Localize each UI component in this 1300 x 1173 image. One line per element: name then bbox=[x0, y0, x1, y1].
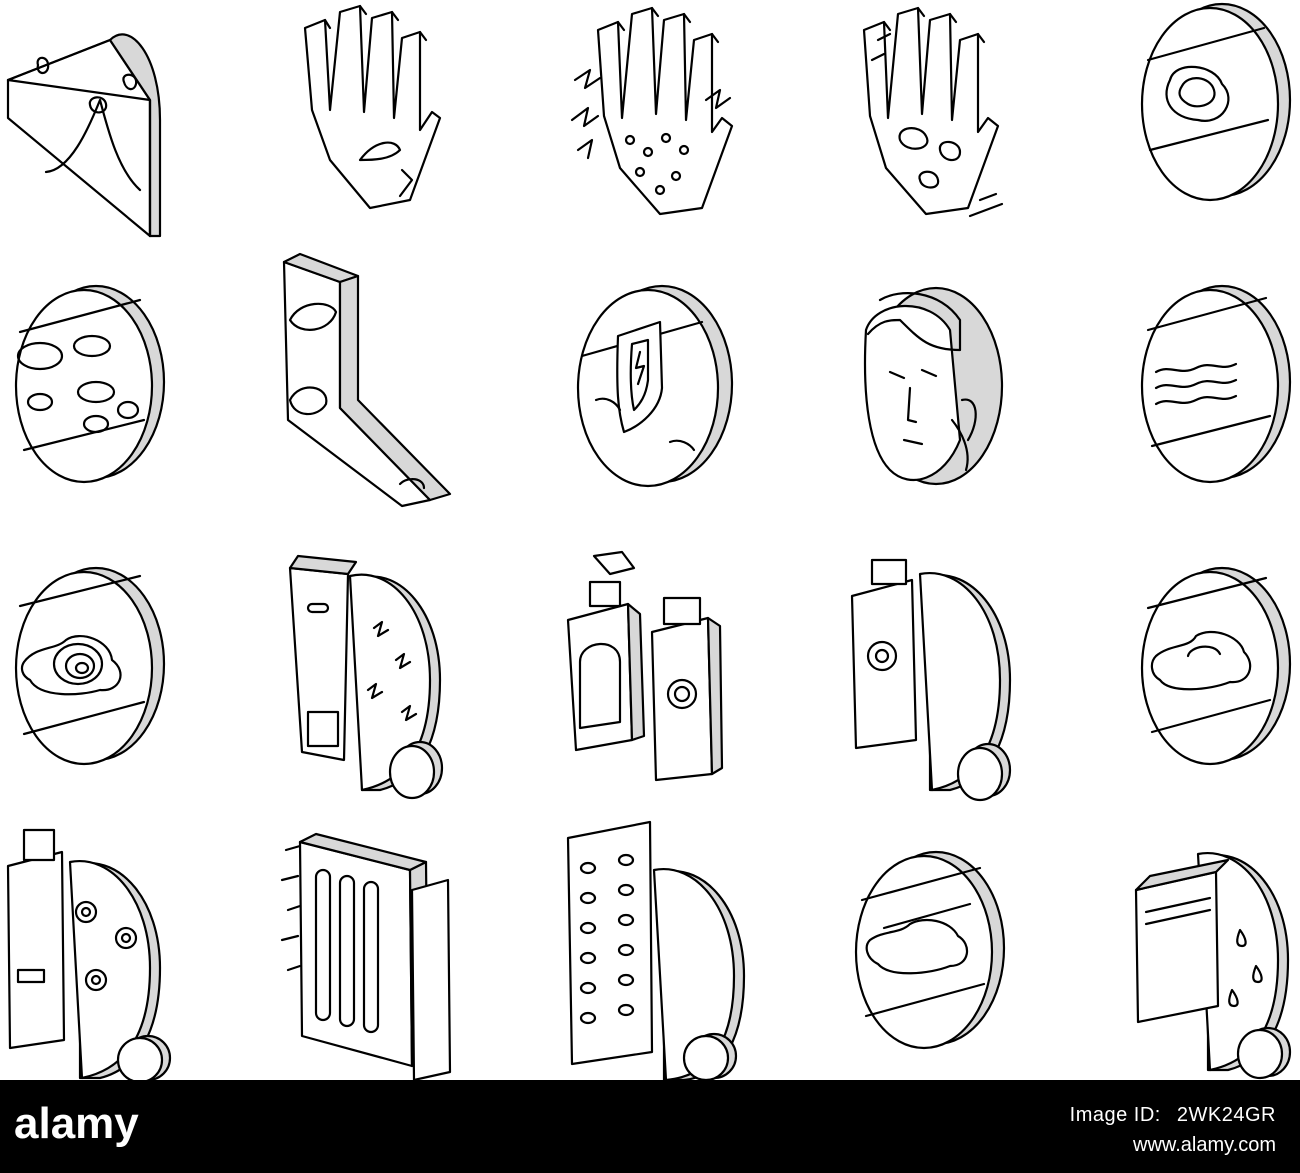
svg-text:alamy: alamy bbox=[14, 1099, 139, 1148]
website-url: www.alamy.com bbox=[1133, 1134, 1276, 1156]
leg-foot-patches-icon bbox=[282, 252, 452, 508]
image-id-value: 2WK24GR bbox=[1176, 1104, 1276, 1126]
skin-lesion-rings-icon bbox=[14, 566, 166, 766]
cream-tube-itch-icon bbox=[288, 554, 444, 800]
lotion-bottles-icon bbox=[566, 550, 724, 782]
watermark-footer: alamy Image ID: 2WK24GR www.alamy.com bbox=[0, 1080, 1300, 1173]
woman-face-icon bbox=[863, 286, 1004, 486]
image-id-label: Image ID: bbox=[1069, 1104, 1161, 1126]
wallet-drops-icon bbox=[1134, 852, 1292, 1080]
cream-bottle-target-icon bbox=[850, 558, 1012, 802]
medicine-spots-icon bbox=[6, 828, 172, 1080]
skin-lesion-circle-icon bbox=[1140, 2, 1292, 202]
image-id-text: Image ID: 2WK24GR bbox=[1070, 1104, 1276, 1127]
skin-patch-corner-icon bbox=[6, 33, 162, 238]
hand-rash-itch-icon bbox=[570, 6, 734, 216]
icon-grid bbox=[6, 2, 1292, 1080]
skin-wrinkles-circle-icon bbox=[1140, 284, 1292, 484]
skin-layer-cloud-icon bbox=[854, 850, 1006, 1050]
hand-spots-icon bbox=[862, 6, 1004, 218]
alamy-logo: alamy bbox=[14, 1099, 139, 1148]
icon-set-illustration bbox=[6, 2, 1292, 1080]
skin-protection-shield-icon bbox=[576, 284, 734, 488]
skin-ovals-circle-icon bbox=[14, 284, 166, 484]
hand-vitiligo-icon bbox=[303, 4, 442, 210]
radiator-heater-icon bbox=[280, 832, 452, 1080]
skin-bump-circle-icon bbox=[1140, 566, 1292, 766]
pills-blister-icon bbox=[566, 820, 746, 1080]
